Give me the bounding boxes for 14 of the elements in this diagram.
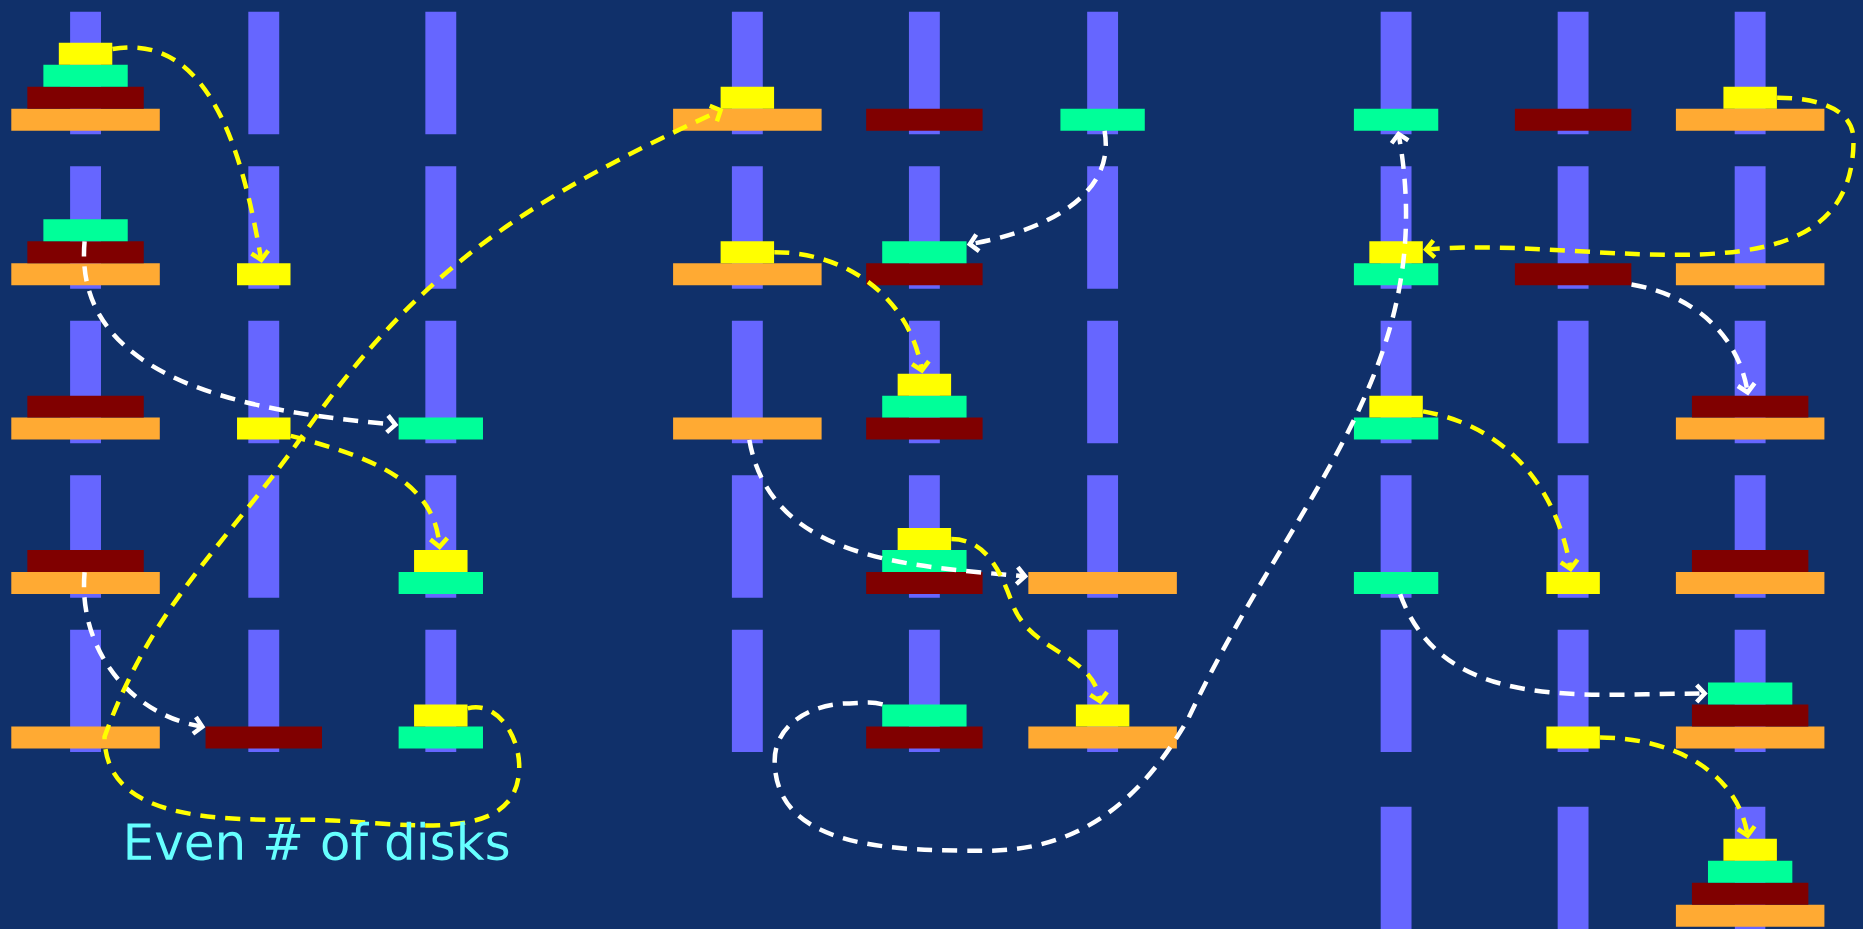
arrow — [774, 249, 931, 374]
arrow — [1423, 95, 1856, 259]
arrow — [81, 572, 206, 736]
diagram-label: Even # of disks — [127, 821, 509, 861]
arrow — [1398, 593, 1708, 704]
arrow — [1599, 735, 1757, 839]
arrow — [112, 45, 271, 263]
arrow — [1631, 282, 1757, 396]
arrow — [102, 103, 724, 828]
arrow — [1422, 409, 1580, 572]
arrow — [772, 130, 1410, 853]
arrow — [82, 241, 399, 435]
arrow — [290, 433, 449, 550]
arrow — [951, 536, 1109, 705]
